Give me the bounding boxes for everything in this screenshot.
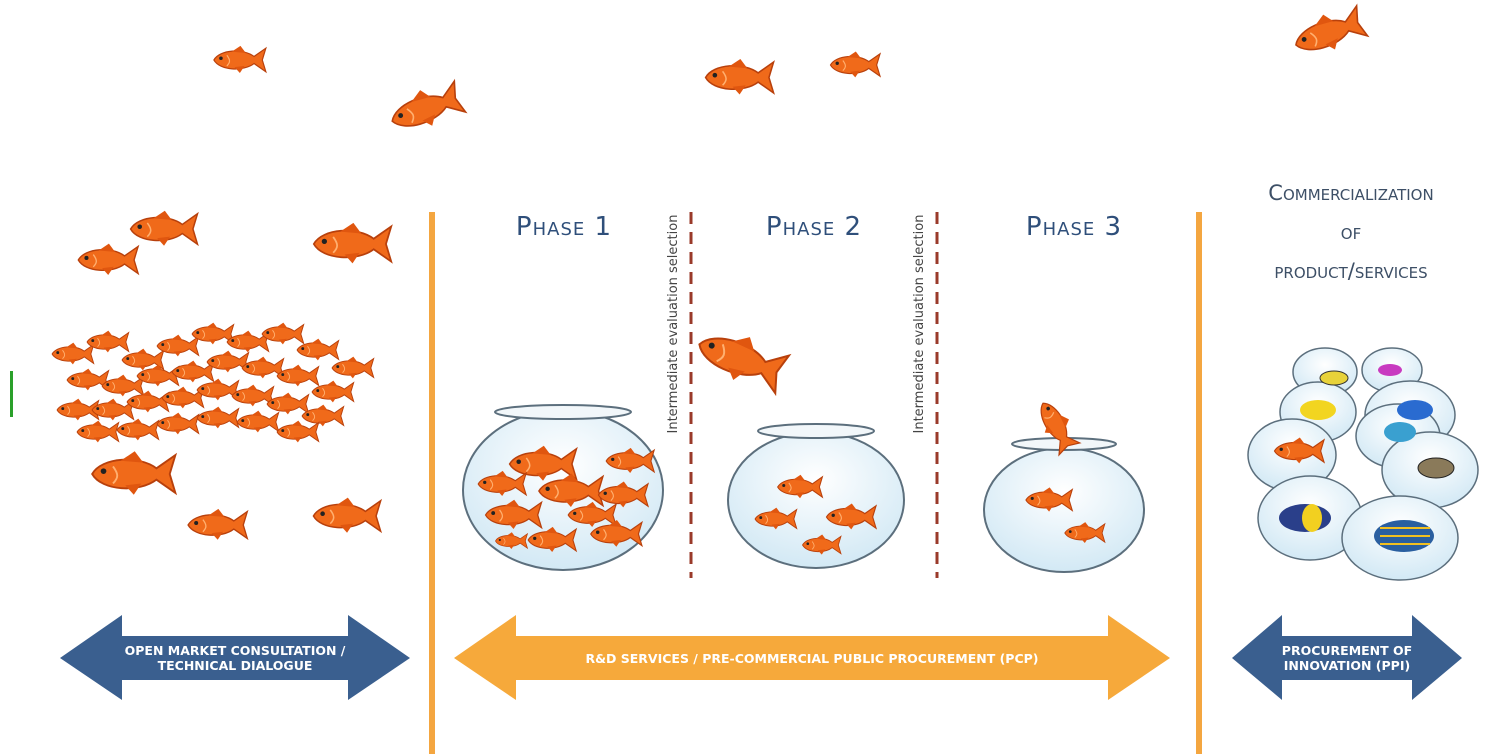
arrow-left-line2: TECHNICAL DIALOGUE xyxy=(157,658,313,673)
fish-icon xyxy=(1288,1,1370,63)
phase-2-title: Phase 2 xyxy=(765,212,863,242)
fish-icon xyxy=(312,222,393,265)
fish-school xyxy=(51,322,375,443)
selection-label-2: Intermediate evaluation selection xyxy=(912,214,927,434)
arrow-right xyxy=(1232,615,1462,700)
fish-group-left xyxy=(51,210,393,541)
fish-icon xyxy=(829,50,881,79)
phase-3-title: Phase 3 xyxy=(1025,212,1123,242)
arrow-right-label: PROCUREMENT OF INNOVATION (PPI) xyxy=(1272,643,1422,673)
fish-icon xyxy=(91,450,177,496)
fish-icon xyxy=(704,58,775,96)
solid-dividers xyxy=(429,212,1202,754)
bowl-phase1 xyxy=(462,404,664,571)
arrow-right-line1: PROCUREMENT OF xyxy=(1281,643,1413,658)
commercialization-line2: of xyxy=(1340,220,1362,244)
phase-1-title: Phase 1 xyxy=(515,212,613,242)
bowl-phase3 xyxy=(983,437,1145,573)
commercialization-line1: Commercialization xyxy=(1268,181,1434,205)
text-cursor-marker xyxy=(10,371,13,417)
fish-icon xyxy=(213,45,267,74)
fish-icon xyxy=(384,76,468,140)
bowl-cluster xyxy=(1247,347,1479,581)
fish-icon xyxy=(129,210,199,247)
dashed-dividers xyxy=(689,212,939,578)
arrow-left-label: OPEN MARKET CONSULTATION / TECHNICAL DIA… xyxy=(110,643,360,673)
selection-label-1: Intermediate evaluation selection xyxy=(666,214,681,434)
fish-icon xyxy=(77,243,139,276)
commercialization-line3: product/services xyxy=(1274,259,1428,283)
arrow-left xyxy=(60,615,410,700)
arrow-right-line2: INNOVATION (PPI) xyxy=(1283,658,1411,673)
fish-icon xyxy=(312,496,382,534)
arrow-left-line1: OPEN MARKET CONSULTATION / xyxy=(124,643,346,658)
bowl-phase2 xyxy=(727,423,905,569)
fish-icon xyxy=(187,508,248,541)
fish-group-top xyxy=(213,1,1370,140)
commercialization-title: Commercialization of product/services xyxy=(1216,174,1486,291)
jumping-fish-icon xyxy=(690,320,792,397)
arrow-center xyxy=(454,615,1170,700)
arrow-center-label: R&D SERVICES / PRE-COMMERCIAL PUBLIC PRO… xyxy=(585,651,1039,666)
